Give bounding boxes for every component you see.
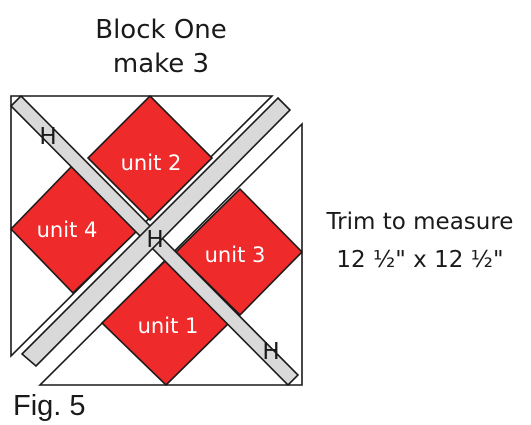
unit-2-diamond [86,94,214,222]
block-title: Block One [95,15,227,45]
trim-instruction: Trim to measure [326,209,514,235]
unit-1-label: unit 1 [138,314,199,338]
unit-3-diamond [174,187,304,317]
figure-label: Fig. 5 [13,390,86,422]
unit-2-label: unit 2 [121,151,182,175]
sashing-strips [9,94,300,387]
block-quantity: make 3 [113,49,209,79]
unit-3-label: unit 3 [205,243,266,267]
seam-mark-center: H [146,227,163,253]
unit-4-label: unit 4 [37,218,98,242]
seam-mark-top-left: H [39,124,56,150]
trim-size: 12 ½" x 12 ½" [336,247,503,273]
right-diagonal-strip [20,96,292,368]
seam-mark-bottom-right: H [262,339,279,365]
